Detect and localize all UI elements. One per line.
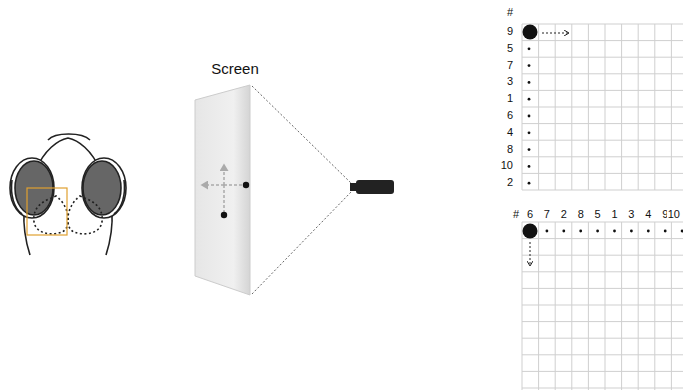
grid-line — [522, 190, 683, 191]
grid-line — [522, 255, 683, 256]
dot — [528, 47, 531, 50]
dot — [528, 64, 531, 67]
dot — [528, 81, 531, 84]
grid-line — [522, 222, 523, 390]
trial-number: 5 — [594, 209, 602, 220]
screen-label: Screen — [211, 61, 259, 76]
grid-line — [522, 123, 683, 124]
grid-line — [522, 371, 683, 372]
grid-line — [522, 288, 683, 289]
grid-line — [638, 222, 639, 390]
index-header: # — [507, 7, 513, 18]
grid-line — [621, 222, 622, 390]
trial-number: 10 — [501, 160, 513, 171]
big-dot — [523, 25, 538, 40]
grid-line — [605, 222, 606, 390]
grid-line — [671, 222, 672, 390]
trial-number: 1 — [610, 209, 618, 220]
grid-line — [522, 107, 683, 108]
projector — [252, 86, 394, 294]
trial-number: 8 — [577, 209, 585, 220]
dotted-arrow — [530, 242, 531, 266]
screen — [195, 85, 250, 295]
dot — [528, 98, 531, 101]
dot — [664, 230, 667, 233]
grid-line — [522, 73, 683, 74]
trial-number: 7 — [543, 209, 551, 220]
trial-number: 9 — [507, 26, 513, 37]
trial-number: 3 — [507, 76, 513, 87]
dot — [630, 230, 633, 233]
dot — [681, 230, 683, 233]
trial-number: 4 — [507, 127, 513, 138]
grid-line — [522, 173, 683, 174]
trial-number: 2 — [560, 209, 568, 220]
grid-line — [654, 222, 655, 390]
trial-number: 6 — [526, 209, 534, 220]
dotted-arrow — [542, 33, 569, 34]
grid — [522, 24, 683, 390]
index-header: # — [513, 209, 519, 220]
grid-line — [522, 271, 683, 272]
mouse-head — [10, 134, 126, 255]
trial-number: 10 — [667, 209, 681, 220]
grid-line — [522, 354, 683, 355]
grid-line — [571, 222, 572, 390]
grid-line — [522, 90, 683, 91]
dot — [546, 230, 549, 233]
grid-line — [522, 388, 683, 389]
grid-line — [522, 57, 683, 58]
trial-number: 4 — [644, 209, 652, 220]
dot — [613, 230, 616, 233]
grid-line — [522, 140, 683, 141]
grid-line — [522, 338, 683, 339]
grid-line — [538, 222, 539, 390]
grid-line — [588, 222, 589, 390]
big-dot — [523, 224, 538, 239]
grid-line — [522, 222, 683, 223]
dot — [528, 165, 531, 168]
grid-line — [522, 24, 683, 25]
trial-number: 8 — [507, 144, 513, 155]
dot — [647, 230, 650, 233]
grid-line — [522, 156, 683, 157]
dot — [528, 115, 531, 118]
grid-line — [522, 238, 683, 239]
trial-number: 5 — [507, 43, 513, 54]
dot — [528, 148, 531, 151]
grid-line — [522, 40, 683, 41]
trial-number: 1 — [507, 93, 513, 104]
grid-line — [555, 222, 556, 390]
dot — [562, 230, 565, 233]
trial-number: 3 — [627, 209, 635, 220]
dot — [528, 131, 531, 134]
trial-number: 2 — [507, 177, 513, 188]
trial-number: 6 — [507, 110, 513, 121]
dot — [579, 230, 582, 233]
grid-line — [522, 305, 683, 306]
grid-line — [522, 321, 683, 322]
trial-number: 7 — [507, 60, 513, 71]
dot — [528, 182, 531, 185]
dot — [596, 230, 599, 233]
